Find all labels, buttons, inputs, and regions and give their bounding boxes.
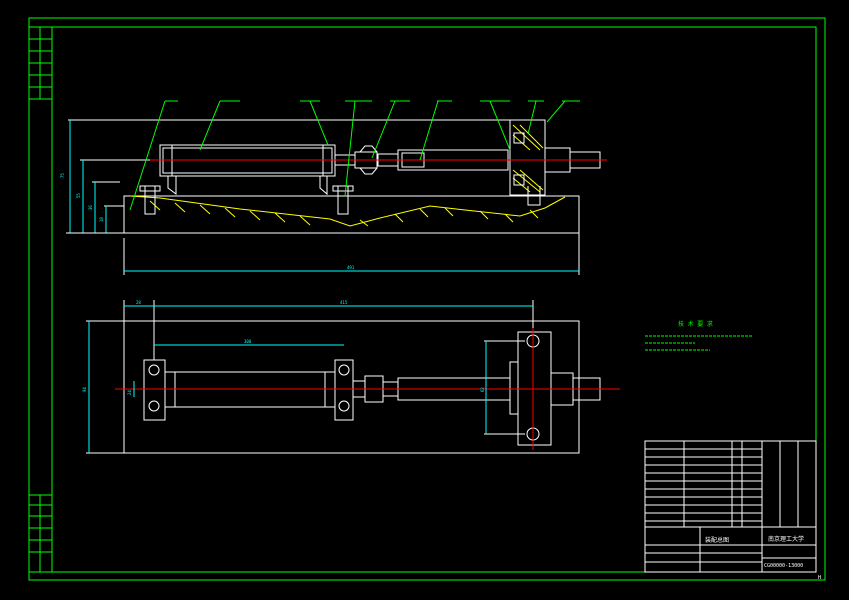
base-plate [123, 195, 580, 234]
dim-plan-right: 62 [480, 387, 485, 392]
dim-plan-length: 415 [340, 300, 348, 305]
title-block: 装配总图 南京理工大学 CG00000-13000 [644, 440, 817, 573]
tech-title: 技 术 要 求 [678, 320, 713, 328]
front-view: 491 75 55 36 18 [60, 100, 607, 275]
dim-height-4: 18 [99, 217, 104, 222]
outer-border [28, 17, 826, 581]
dim-plan-small: 24 [127, 390, 132, 395]
plan-base [123, 320, 580, 454]
drawing-title: 装配总图 [705, 536, 729, 544]
bearing-seat [509, 119, 546, 196]
school-text: 南京理工大学 [768, 535, 804, 543]
dim-stroke: 300 [244, 339, 252, 344]
tech-requirements: 技 术 要 求 [645, 320, 752, 351]
dim-height-1: 75 [60, 173, 65, 178]
drawing-number: CG00000-13000 [764, 563, 803, 569]
bottom-left-stamp [28, 494, 53, 573]
dim-height-3: 36 [88, 205, 93, 210]
base-section [129, 195, 566, 227]
dim-plan-left: 28 [136, 300, 141, 305]
inner-border [51, 26, 817, 573]
top-left-stamp [28, 26, 53, 100]
dim-height-2: 55 [76, 193, 81, 198]
corner-mark: H [818, 575, 821, 581]
anchor-bolt [144, 185, 156, 215]
dim-plan-width: 94 [82, 387, 87, 392]
anchor-bolt [337, 185, 349, 215]
dim-overall-length: 491 [347, 265, 355, 270]
plan-view: 28 415 300 94 24 62 [82, 300, 620, 454]
part-leaders [129, 100, 580, 211]
